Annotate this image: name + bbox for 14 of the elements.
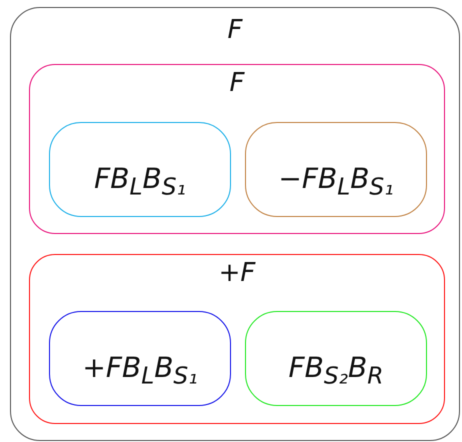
rounded-box xyxy=(49,122,231,217)
math-label: +FB$_{L}$B$_{S₁}$ xyxy=(82,351,198,390)
rounded-box xyxy=(29,64,445,234)
math-label: F xyxy=(228,15,242,45)
math-label: FB$_{L}$B$_{S₁}$ xyxy=(94,162,186,201)
rounded-box xyxy=(10,7,460,441)
math-label: −FB$_{L}$B$_{S₁}$ xyxy=(278,162,394,201)
math-label: F xyxy=(230,68,244,98)
math-label: +F xyxy=(218,258,256,288)
rounded-box xyxy=(49,311,231,406)
rounded-box xyxy=(29,254,445,424)
math-label: FB$_{S₂}$B$_{R}$ xyxy=(288,351,384,390)
rounded-box xyxy=(245,122,427,217)
rounded-box xyxy=(245,311,427,406)
